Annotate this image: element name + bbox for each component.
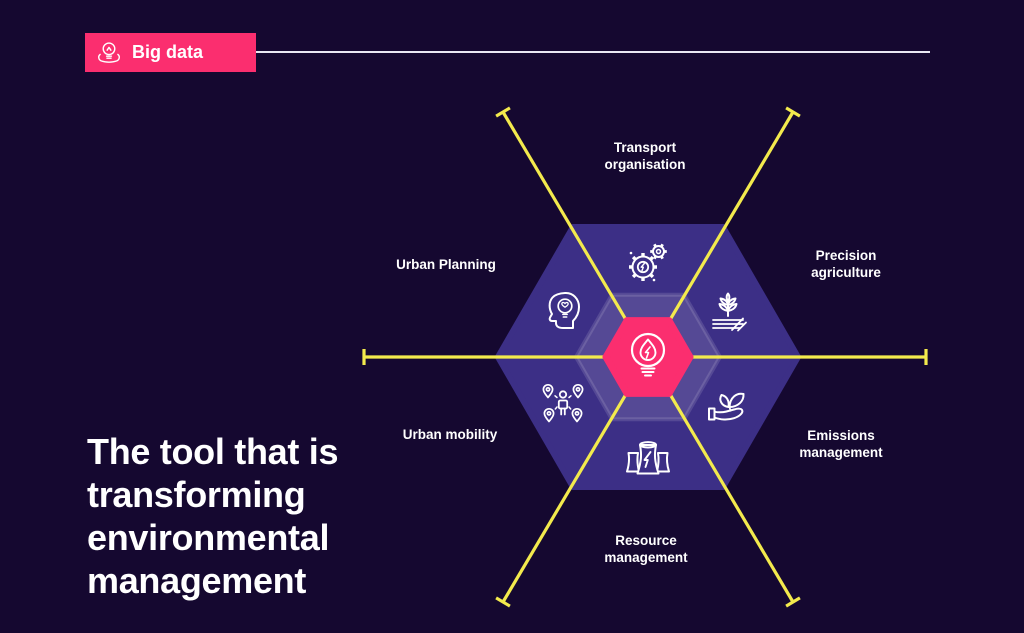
- segment-label-urban-mobility: Urban mobility: [402, 427, 498, 442]
- radiating-lines: [362, 106, 928, 608]
- segment-label-transport-organisation: Transport organisation: [604, 140, 686, 172]
- big-data-badge: Big data: [85, 33, 256, 72]
- line-cap-top-right: [785, 106, 801, 118]
- line-cap-bottom-right: [785, 596, 801, 608]
- line-cap-top-left: [495, 106, 511, 118]
- hand-holding-leaves-icon: [708, 392, 745, 421]
- headline: The tool that is transforming environmen…: [87, 431, 339, 601]
- segment-label-emissions-management: Emissions management: [799, 428, 883, 460]
- segment-label-urban-planning: Urban Planning: [396, 257, 496, 272]
- badge-label: Big data: [132, 42, 204, 62]
- header-rule: [256, 51, 930, 53]
- segment-label-precision-agriculture: Precision agriculture: [811, 248, 881, 280]
- lightbulb-hands-icon: [98, 41, 120, 63]
- line-cap-bottom-left: [495, 596, 511, 608]
- segment-label-resource-management: Resource management: [604, 533, 688, 565]
- hexagon-center-pink: [602, 317, 694, 397]
- crop-field-icon: [712, 292, 747, 332]
- person-location-pins-icon: [542, 384, 584, 423]
- head-lightbulb-icon: [548, 291, 580, 329]
- gears-lightning-icon: [629, 243, 667, 282]
- power-plant-icon: [626, 441, 670, 475]
- lightbulb-drop-icon: [630, 332, 666, 377]
